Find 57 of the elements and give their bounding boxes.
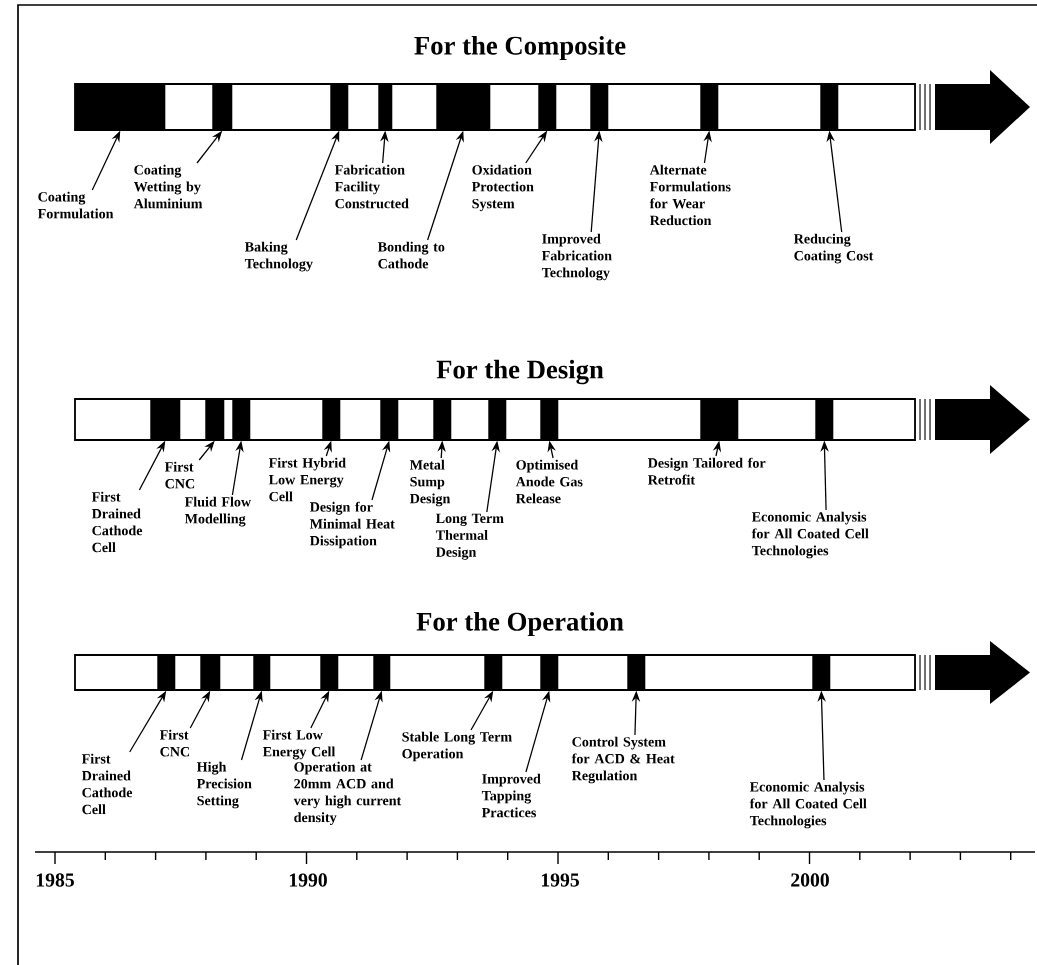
year-label: 1995 (541, 873, 579, 887)
milestone-block (627, 655, 646, 691)
milestone-block (200, 655, 221, 691)
milestone-block (590, 84, 609, 131)
milestone-label: Economic Analysis for All Coated Cell Technologies (749, 781, 867, 829)
milestone-label: First CNC (164, 461, 195, 489)
year-label: 1985 (36, 873, 74, 887)
milestone-label: Fluid Flow Modelling (184, 496, 252, 527)
year-label: 1990 (289, 873, 327, 887)
milestone-label: Design for Minimal Heat Dissipation (309, 501, 395, 549)
milestone-block (700, 84, 719, 131)
milestone-block (436, 84, 491, 131)
milestone-label: Fabrication Facility Constructed (334, 164, 409, 209)
section-heading: For the Operation (416, 611, 624, 637)
milestone-label: Operation at 20mm ACD and very high current density (293, 761, 402, 826)
milestone-block (700, 399, 739, 441)
milestone-block (150, 399, 181, 441)
milestone-block (322, 399, 341, 441)
milestone-block (433, 399, 452, 441)
milestone-label: Stable Long Term Operation (402, 731, 512, 762)
milestone-block (157, 655, 176, 691)
section-heading: For the Composite (414, 35, 626, 61)
milestone-label: High Precision Setting (196, 761, 252, 809)
milestone-label: Optimised Anode Gas Release (515, 459, 583, 504)
milestone-block (488, 399, 507, 441)
milestone-block (812, 655, 831, 691)
milestone-label: Improved Fabrication Technology (541, 233, 612, 281)
milestone-label: Control System for ACD & Heat Regulation (571, 736, 675, 784)
milestone-label: Economic Analysis for All Coated Cell Technologies (751, 511, 869, 559)
milestone-label: First Drained Cathode Cell (81, 753, 133, 815)
milestone-label: Baking Technology (244, 241, 313, 272)
milestone-label: First Drained Cathode Cell (91, 491, 143, 553)
year-label: 2000 (791, 873, 829, 887)
milestone-label: Coating Wetting by Aluminium (133, 164, 203, 209)
milestone-block (232, 399, 251, 441)
milestone-label: Reducing Coating Cost (793, 233, 874, 264)
milestone-label: First Low Energy Cell (262, 729, 336, 760)
milestone-label: Alternate Formulations for Wear Reduction (649, 164, 731, 226)
milestone-label: Design Tailored for Retrofit (647, 457, 766, 485)
milestone-block (380, 399, 399, 441)
section-heading: For the Design (436, 359, 604, 385)
milestone-label: Improved Tapping Practices (481, 773, 541, 818)
milestone-block (75, 84, 166, 131)
milestone-block (330, 84, 349, 131)
milestone-label: Long Term Thermal Design (435, 513, 504, 560)
milestone-label: Metal Sump Design (409, 459, 451, 507)
milestone-block (820, 84, 839, 131)
milestone-block (815, 399, 834, 441)
milestone-label: Coating Formulation (37, 191, 114, 219)
milestone-label: Oxidation Protection System (471, 164, 534, 212)
milestone-block (538, 84, 557, 131)
milestone-block (540, 655, 559, 691)
milestone-label: First CNC (159, 729, 190, 757)
milestone-block (540, 399, 559, 441)
milestone-label: Bonding to Cathode (377, 241, 445, 269)
milestone-label: First Hybrid Low Energy Cell (268, 457, 346, 502)
milestone-block (212, 84, 233, 131)
